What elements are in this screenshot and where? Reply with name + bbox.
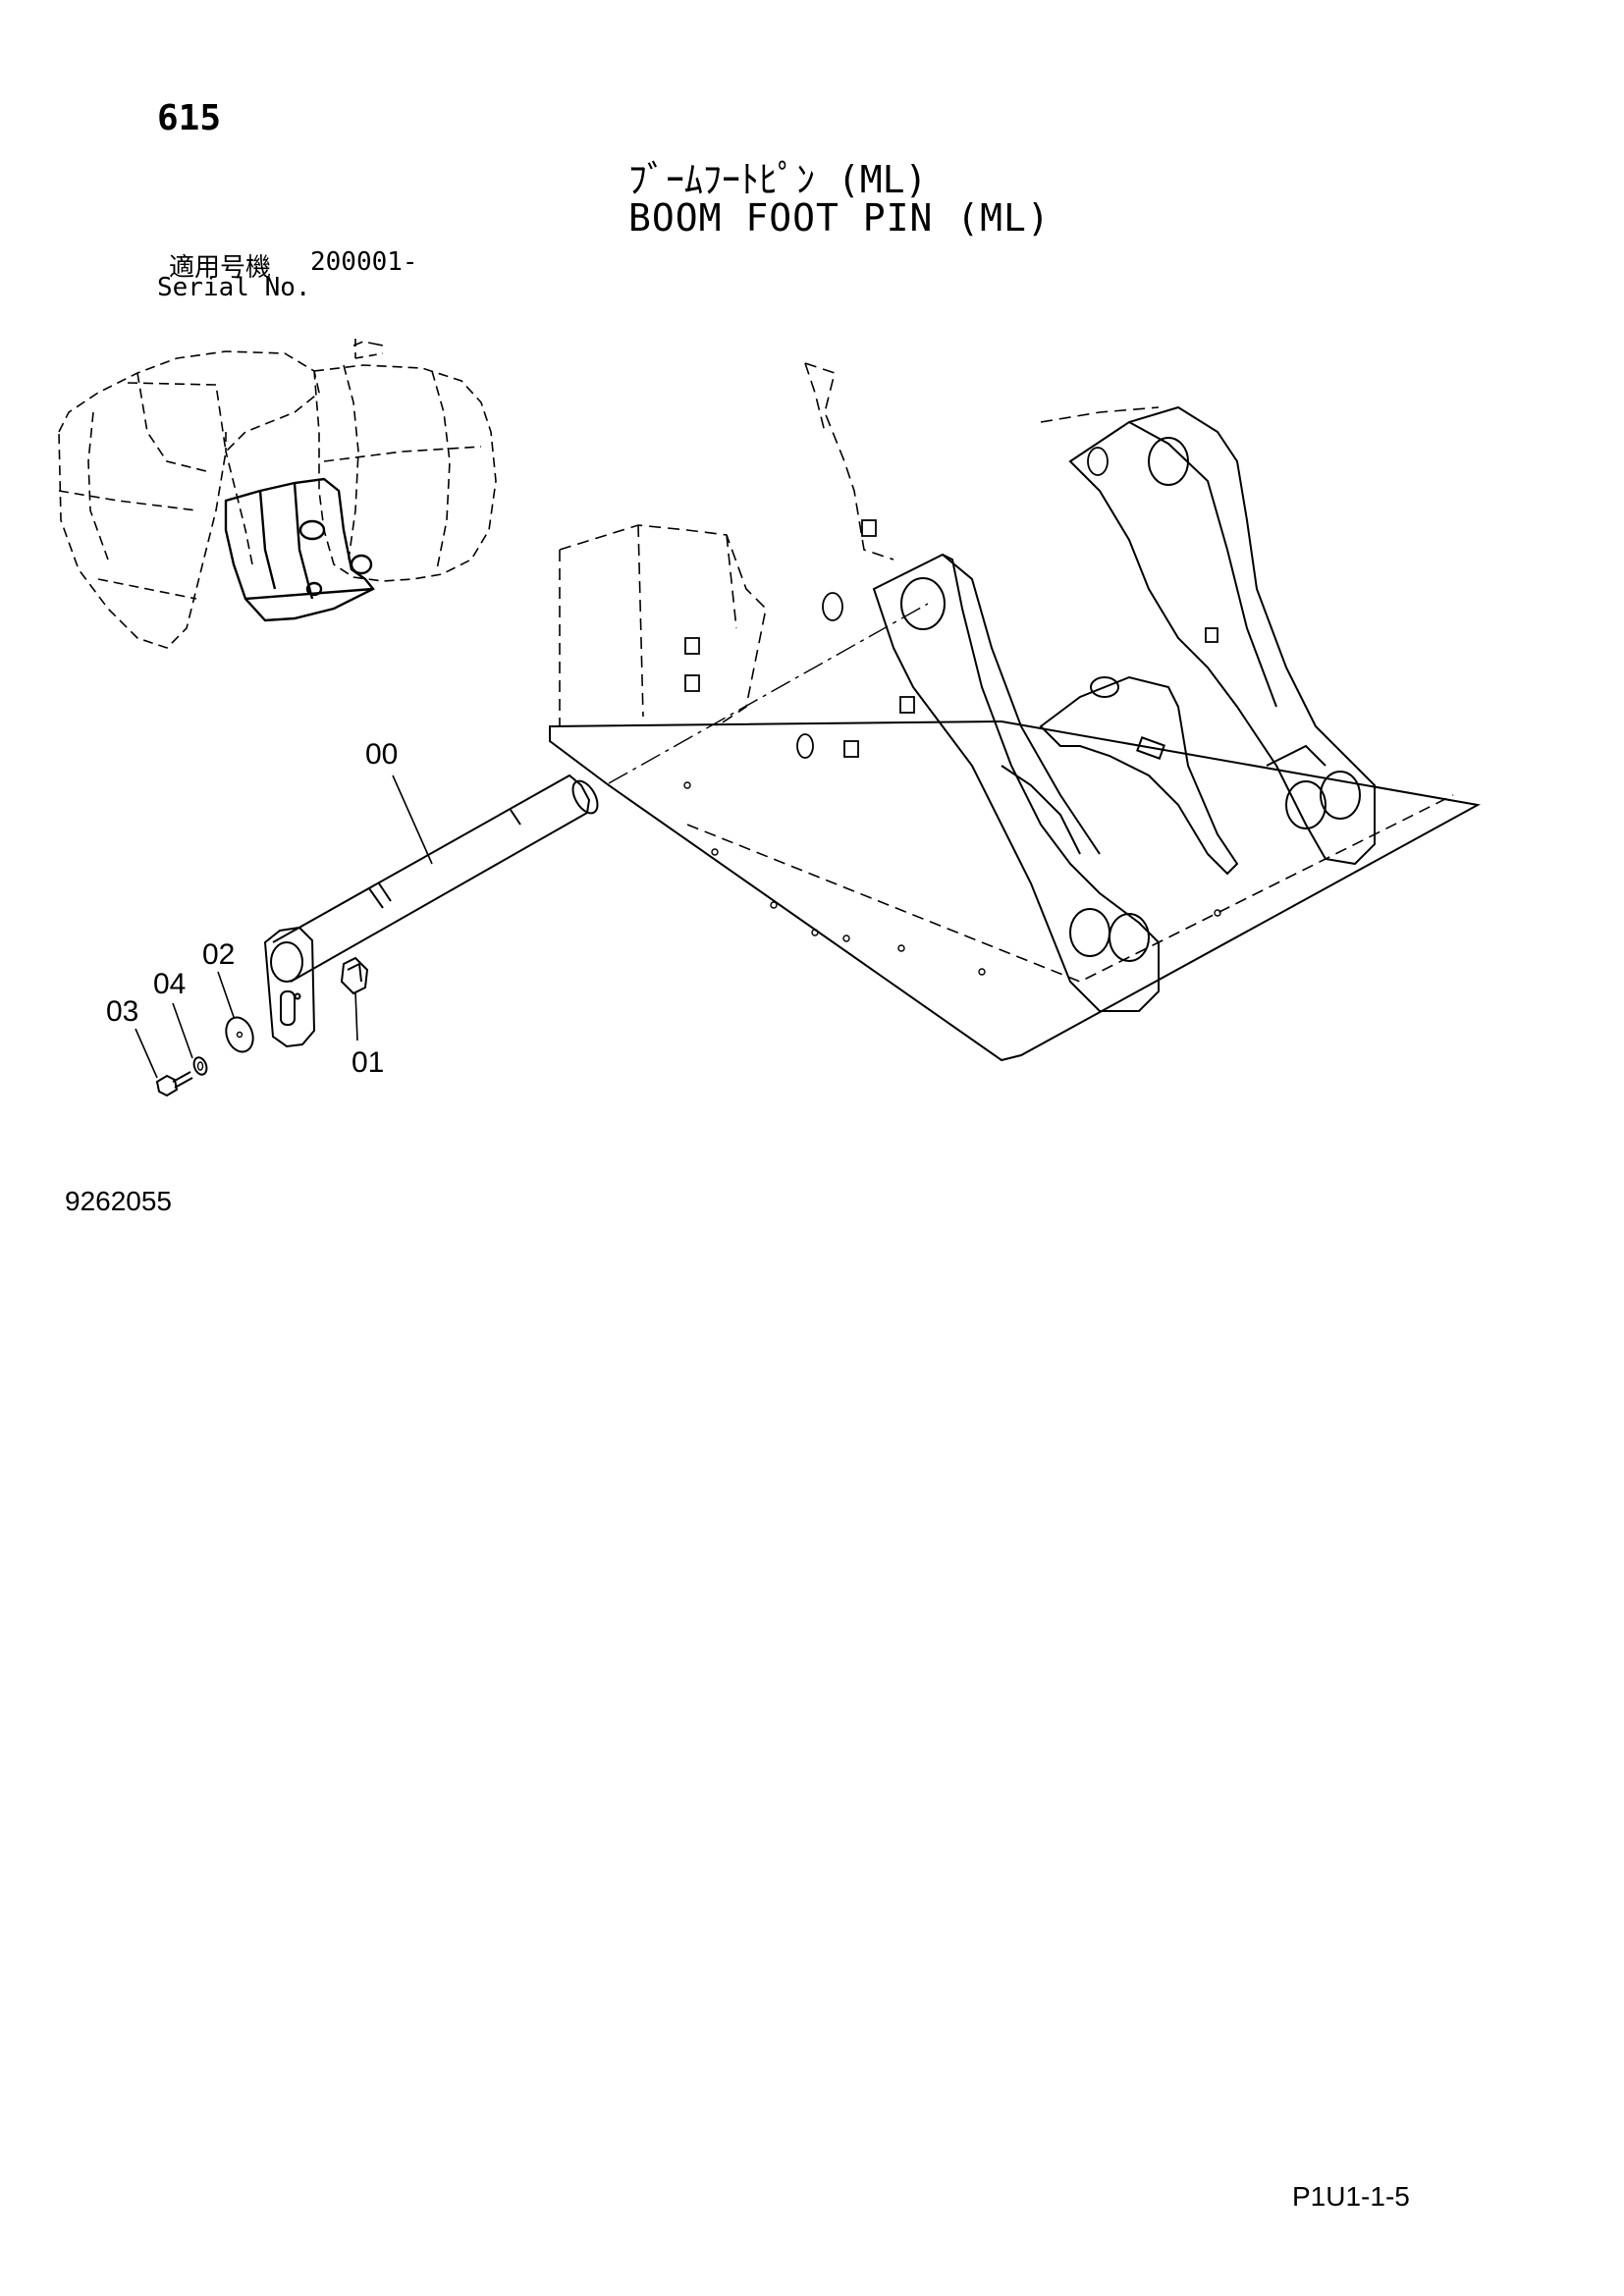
serial-label-japanese: 適用号機 <box>169 253 272 283</box>
page-reference: P1U1-1-5 <box>1292 2181 1410 2212</box>
drawing-number: 9262055 <box>65 1186 173 1216</box>
frame-lugs <box>684 447 1218 759</box>
callout-01: 01 <box>352 1046 385 1079</box>
frame-left-side-plate <box>559 524 1454 983</box>
callout-02: 02 <box>202 938 236 971</box>
locator-highlight <box>224 477 375 622</box>
title-english: BOOM FOOT PIN (ML) <box>628 196 1051 240</box>
lock-washer-part-04 <box>192 1056 208 1076</box>
callout-04: 04 <box>153 968 187 1000</box>
boom-foot-brackets <box>872 405 1376 1012</box>
callout-03: 03 <box>106 995 139 1028</box>
washer-part-02 <box>225 1016 254 1053</box>
title-japanese: ﾌﾞｰﾑﾌｰﾄﾋﾟﾝ (ML) <box>628 158 928 201</box>
serial-value: 200001- <box>310 247 418 277</box>
machine-locator-view <box>58 341 497 649</box>
page-number: 615 <box>157 98 222 138</box>
pin-part-00 <box>272 774 599 983</box>
callout-00: 00 <box>365 738 399 771</box>
callout-leaders <box>135 774 433 1079</box>
locator-leader-line <box>354 339 384 359</box>
frame-base-plate <box>549 720 1481 1062</box>
pin-centerline <box>608 603 929 784</box>
serial-label-english: Serial No. <box>157 273 311 302</box>
bolt-part-03 <box>155 1071 193 1097</box>
frame-holes <box>683 781 1221 976</box>
pin-head-plate <box>263 926 316 1048</box>
lock-plate-part-01 <box>340 956 369 995</box>
frame-back-plate <box>804 362 1160 561</box>
